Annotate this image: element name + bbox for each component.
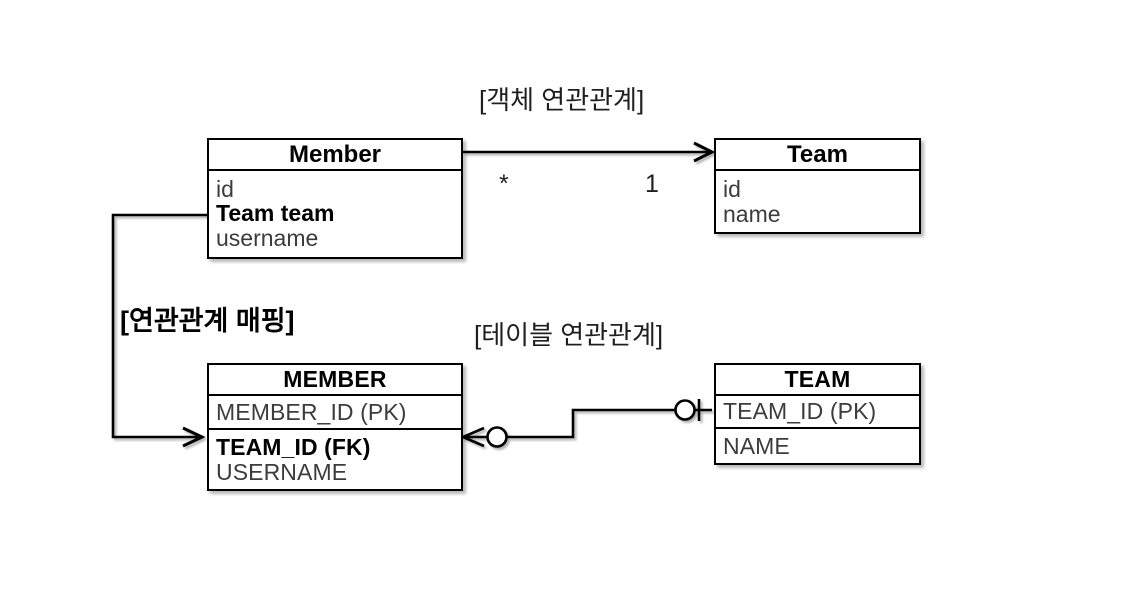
- table-member[interactable]: MEMBER MEMBER_ID (PK) TEAM_ID (FK) USERN…: [207, 363, 463, 491]
- table-member-columns-section: TEAM_ID (FK) USERNAME: [209, 430, 461, 491]
- table-team-column-name: NAME: [723, 433, 790, 460]
- entity-member-title: Member: [209, 140, 461, 171]
- object-association-title: [객체 연관관계]: [479, 85, 645, 115]
- entity-team-title: Team: [716, 140, 919, 171]
- entity-team-fields: id name: [716, 171, 919, 234]
- entity-member-fields: id Team team username: [209, 171, 461, 257]
- table-member-column-team-id: TEAM_ID (FK): [216, 434, 371, 461]
- entity-team[interactable]: Team id name: [714, 138, 921, 234]
- table-member-column-username: USERNAME: [216, 459, 348, 486]
- table-association-connector: [459, 399, 712, 448]
- table-team-column-team-id: TEAM_ID (PK): [723, 398, 877, 425]
- table-team-title: TEAM: [716, 365, 919, 396]
- entity-member-field-id: id: [216, 175, 234, 202]
- table-team[interactable]: TEAM TEAM_ID (PK) NAME: [714, 363, 921, 465]
- table-association-title: [테이블 연관관계]: [474, 320, 664, 350]
- table-member-column-member-id: MEMBER_ID (PK): [216, 398, 407, 425]
- multiplicity-one-label: 1: [645, 170, 659, 198]
- entity-team-field-name: name: [723, 201, 781, 228]
- multiplicity-many-label: *: [499, 170, 509, 198]
- table-member-title: MEMBER: [209, 365, 461, 396]
- table-team-pk-section: TEAM_ID (PK): [716, 396, 919, 429]
- table-member-pk-section: MEMBER_ID (PK): [209, 396, 461, 430]
- entity-member-field-username: username: [216, 225, 319, 252]
- mapping-title: [연관관계 매핑]: [120, 306, 295, 336]
- entity-member[interactable]: Member id Team team username: [207, 138, 463, 259]
- table-team-columns-section: NAME: [716, 429, 919, 465]
- entity-member-field-team: Team team: [216, 200, 335, 227]
- object-association-connector: [463, 141, 716, 163]
- entity-team-field-id: id: [723, 176, 741, 203]
